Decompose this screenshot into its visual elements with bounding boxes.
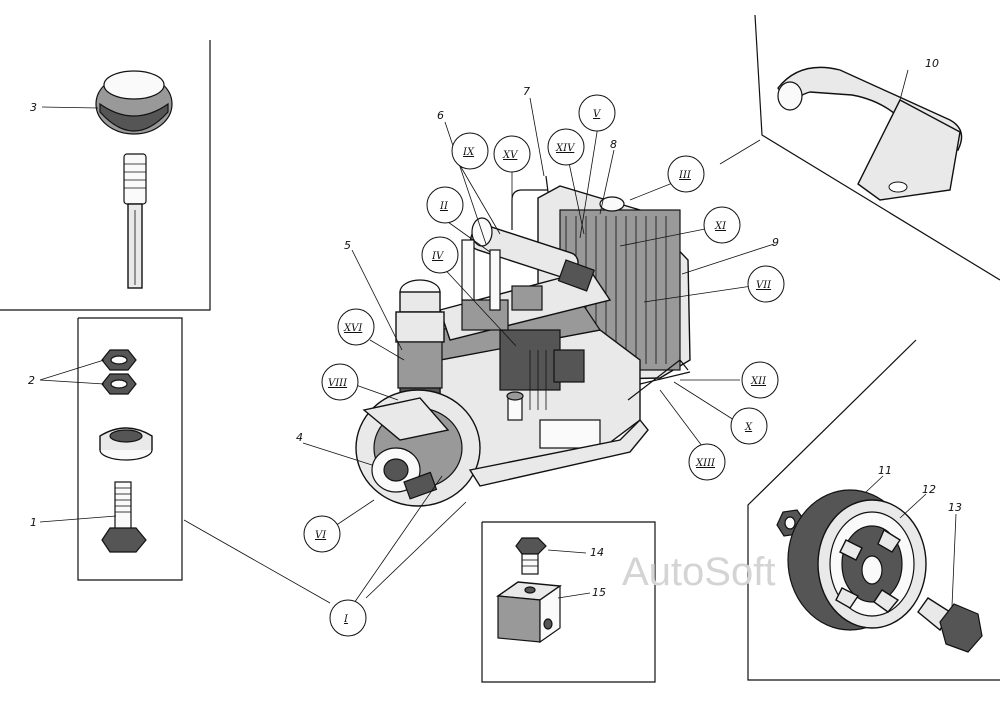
callout-14: 14 (590, 546, 604, 559)
tube-part-10 (777, 66, 963, 201)
svg-text:IV: IV (431, 251, 445, 262)
callout-3: 3 (30, 101, 37, 114)
roman-callout-XII: XII (741, 361, 779, 399)
svg-text:I: I (343, 614, 349, 625)
callout-7: 7 (523, 85, 530, 98)
roman-callout-II: II (426, 186, 464, 224)
callout-11: 11 (878, 464, 892, 477)
pulley-assembly-parts (776, 489, 983, 653)
svg-text:II: II (439, 201, 449, 212)
callout-10: 10 (925, 57, 939, 70)
engine-assembly (355, 175, 691, 507)
nuts-part-2 (101, 349, 137, 395)
callout-2: 2 (28, 374, 35, 387)
callout-4: 4 (296, 431, 303, 444)
bolt-and-block-parts (496, 537, 562, 644)
knob-part-3 (95, 70, 173, 289)
callout-12: 12 (922, 483, 936, 496)
roman-callout-X: X (730, 407, 768, 445)
svg-text:VII: VII (756, 280, 772, 291)
callout-5: 5 (344, 239, 351, 252)
panel-borders (0, 14, 1000, 683)
svg-text:XIII: XIII (695, 458, 716, 469)
callout-15: 15 (592, 586, 606, 599)
callout-6: 6 (437, 109, 444, 122)
bolt-part-1 (101, 481, 147, 553)
svg-text:III: III (678, 170, 692, 181)
callout-9: 9 (772, 236, 779, 249)
svg-text:VIII: VIII (328, 378, 348, 389)
svg-text:XIV: XIV (555, 143, 576, 154)
roman-callout-I: I (329, 599, 367, 637)
bushing (99, 427, 153, 461)
svg-text:XV: XV (502, 150, 519, 161)
roman-callout-XIV: XIV (547, 128, 585, 166)
roman-callout-XVI: XVI (337, 308, 375, 346)
roman-callouts: I II III IV V VI VII VIII (303, 94, 785, 637)
roman-callout-XV: XV (493, 135, 531, 173)
svg-text:XII: XII (750, 376, 767, 387)
roman-callout-V: V (578, 94, 616, 132)
svg-text:X: X (744, 422, 753, 433)
svg-text:VI: VI (315, 530, 327, 541)
roman-callout-XI: XI (703, 206, 741, 244)
svg-text:XVI: XVI (343, 323, 363, 334)
callout-8: 8 (610, 138, 617, 151)
roman-callout-III: III (667, 155, 705, 193)
roman-callout-IX: IX (451, 132, 489, 170)
leader-lines (39, 69, 957, 607)
roman-callout-XIII: XIII (688, 443, 726, 481)
roman-callout-IV: IV (421, 236, 459, 274)
callout-1: 1 (30, 516, 37, 529)
watermark-text: AutoSoft (622, 550, 775, 594)
svg-text:IX: IX (462, 147, 475, 158)
callout-13: 13 (948, 501, 962, 514)
svg-text:XI: XI (714, 221, 727, 232)
roman-callout-VIII: VIII (321, 363, 359, 401)
roman-callout-VII: VII (747, 265, 785, 303)
svg-text:V: V (593, 109, 602, 120)
number-callouts: 3 2 1 4 5 6 7 8 9 10 11 12 13 14 15 (28, 57, 962, 599)
roman-callout-VI: VI (303, 515, 341, 553)
